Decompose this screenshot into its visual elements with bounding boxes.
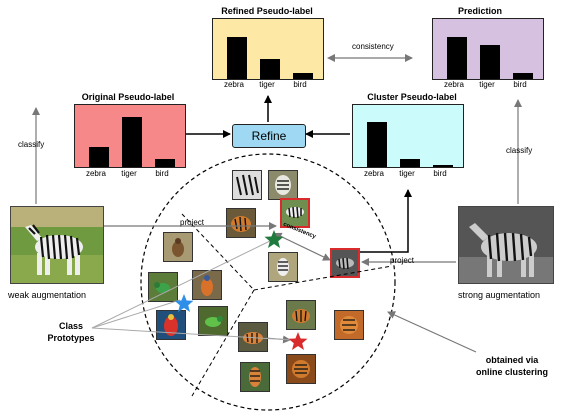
cluster-label-bird: bird: [433, 169, 447, 178]
bird-thumbnail: [148, 272, 178, 302]
original-bar-bird: [155, 159, 175, 167]
inner-consistency-arrow: [273, 232, 331, 261]
original-label-tiger: tiger: [121, 169, 137, 178]
cluster-bar-zebra: [367, 122, 387, 167]
refine-node: Refine: [232, 124, 306, 148]
prototype-pointer-line: [91, 239, 273, 329]
refined-bar-tiger: [260, 59, 280, 79]
prediction-chart: [432, 18, 544, 80]
original-bar-zebra: [89, 147, 109, 167]
strong-to-cluster-arrow: [360, 189, 412, 253]
bird-thumbnail: [198, 306, 228, 336]
class-prototypes-label: Class Prototypes: [47, 321, 95, 343]
prediction-bar-tiger: [480, 45, 500, 79]
cluster-partition-line: [191, 289, 255, 397]
tiger-thumbnail: [286, 300, 316, 330]
blue-star-icon: [174, 294, 194, 312]
prototype-pointer-line: [91, 299, 181, 329]
bird-thumbnail: [156, 310, 186, 340]
refined-bar-zebra: [227, 37, 247, 79]
cluster-title: Cluster Pseudo-label: [367, 92, 457, 102]
tiger-thumbnail: [334, 310, 364, 340]
refined-label-tiger: tiger: [259, 80, 275, 89]
cluster-label-tiger: tiger: [399, 169, 415, 178]
refined-title: Refined Pseudo-label: [221, 6, 313, 16]
weak-augmentation-caption: weak augmentation: [8, 290, 87, 300]
cluster-bar-tiger: [400, 159, 420, 167]
cluster-pseudo-label-chart: [352, 104, 464, 168]
tiger-thumbnail: [286, 354, 316, 384]
zebra-thumbnail: [268, 170, 298, 200]
prototype-pointer-line: [91, 327, 293, 341]
tiger-thumbnail: [226, 208, 256, 238]
project-right-label: project: [390, 256, 415, 265]
original-label-bird: bird: [155, 169, 169, 178]
strong-augmentation-caption: strong augmentation: [458, 290, 541, 300]
zebra-thumbnail: [232, 170, 262, 200]
strong-augmentation-image: [458, 206, 554, 284]
prediction-label-tiger: tiger: [479, 80, 495, 89]
refined-label-bird: bird: [293, 80, 307, 89]
green-star-icon: [264, 230, 284, 248]
project-top-label: project: [180, 218, 205, 227]
original-pseudo-label-chart: [74, 104, 186, 168]
strong-zebra-thumbnail: [330, 248, 360, 278]
online-clustering-arrow: [387, 311, 477, 353]
bird-thumbnail: [192, 270, 222, 300]
original-label-zebra: zebra: [85, 169, 106, 178]
cluster-partition-line: [181, 213, 255, 291]
consistency-label: consistency: [352, 42, 394, 51]
original-bar-tiger: [122, 117, 142, 167]
online-clustering-label: obtained via online clustering: [475, 355, 548, 377]
refined-pseudo-label-chart: [212, 18, 324, 80]
classify-right-label: classify: [506, 146, 533, 155]
weak-zebra-thumbnail: [280, 198, 310, 228]
cluster-space-ellipse: [140, 153, 396, 411]
prediction-label-zebra: zebra: [443, 80, 464, 89]
cluster-label-zebra: zebra: [363, 169, 384, 178]
prediction-bar-bird: [513, 73, 533, 79]
classify-left-label: classify: [18, 140, 45, 149]
weak-augmentation-image: [10, 206, 104, 284]
prediction-bar-zebra: [447, 37, 467, 79]
tiger-thumbnail: [240, 362, 270, 392]
refined-label-zebra: zebra: [223, 80, 244, 89]
cluster-partition-line: [253, 265, 393, 291]
cluster-bar-bird: [433, 165, 453, 167]
bird-thumbnail: [163, 232, 193, 262]
refined-bar-bird: [293, 73, 313, 79]
red-star-icon: [288, 332, 308, 350]
prediction-label-bird: bird: [513, 80, 527, 89]
original-title: Original Pseudo-label: [81, 92, 175, 102]
prediction-title: Prediction: [457, 6, 502, 16]
